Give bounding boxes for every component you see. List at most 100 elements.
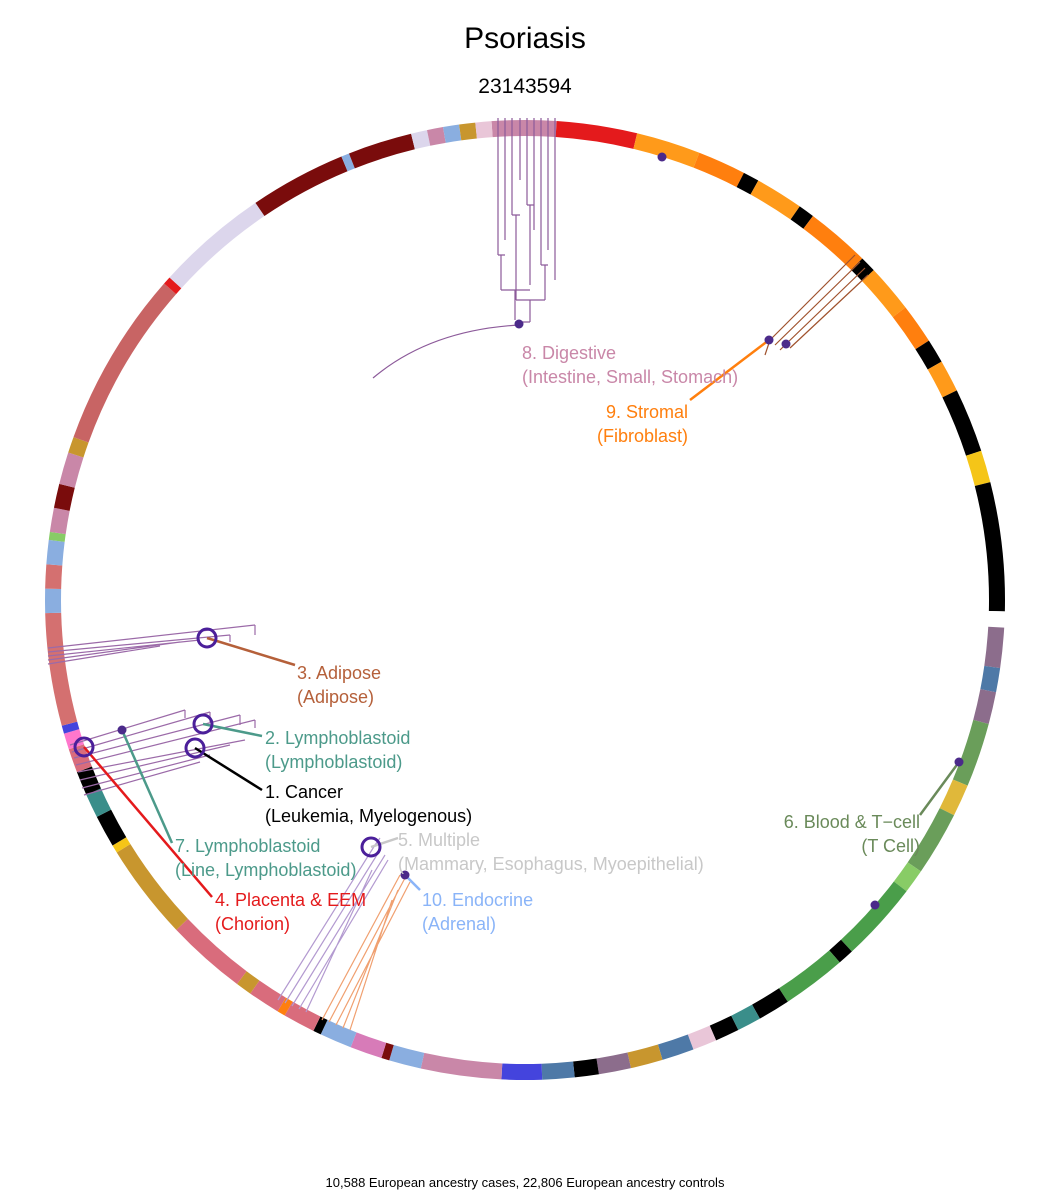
cluster-sub-endocrine: (Adrenal): [422, 914, 496, 934]
ring-segment: [555, 121, 638, 149]
ring-segment: [86, 788, 112, 817]
ring-segment: [942, 390, 982, 456]
ring-segment: [411, 130, 431, 150]
cluster-sub-placenta: (Chorion): [215, 914, 290, 934]
chart-footer: 10,588 European ancestry cases, 22,806 E…: [326, 1175, 725, 1190]
ring-segment: [541, 1061, 575, 1080]
ring-segment: [966, 450, 991, 487]
tissue-ring: [44, 120, 1006, 1081]
digestive-tree: [372, 118, 556, 379]
ring-segment: [731, 1004, 760, 1031]
ring-segment: [320, 1019, 357, 1048]
ring-segment: [442, 124, 462, 143]
cluster-sub-adipose: (Adipose): [297, 687, 374, 707]
ring-segment: [73, 283, 177, 443]
ring-segment: [45, 564, 63, 590]
ring-segment: [313, 1016, 328, 1035]
ring-segment: [752, 988, 788, 1019]
adipose-tree: [47, 624, 256, 665]
ring-segment: [44, 588, 62, 614]
ring-segment: [973, 689, 997, 725]
cluster-label-blood: 6. Blood & T−cell: [784, 812, 920, 832]
chart-title: Psoriasis: [464, 22, 586, 55]
cluster-sub-lymphoblastoid-7: (Line, Lymphoblastoid): [175, 860, 356, 880]
ring-segment: [573, 1058, 599, 1078]
ring-segment: [76, 766, 101, 795]
ring-segment: [68, 437, 89, 458]
cluster-label-lymphoblastoid-2: 2. Lymphoblastoid: [265, 728, 410, 748]
cluster-label-adipose: 3. Adipose: [297, 663, 381, 683]
ring-segment: [862, 270, 906, 318]
ring-segment: [657, 1034, 694, 1060]
ring-segment: [491, 120, 557, 138]
ring-segment: [988, 610, 1005, 628]
cluster-sub-multiple: (Mammary, Esophagus, Myoepithelial): [398, 854, 704, 874]
ring-segment: [350, 1032, 387, 1059]
ring-segment: [348, 133, 415, 169]
cluster-label-lymphoblastoid-7: 7. Lymphoblastoid: [175, 836, 320, 856]
cluster-label-cancer: 1. Cancer: [265, 782, 343, 802]
ring-segment: [45, 612, 78, 726]
ring-segment: [426, 127, 446, 146]
ring-segment: [687, 1025, 717, 1050]
ring-segment: [59, 452, 84, 488]
multiple-tree: [277, 837, 389, 1013]
cluster-label-stromal: 9. Stromal: [606, 402, 688, 422]
ring-segment: [907, 808, 955, 872]
ring-segment: [250, 980, 286, 1012]
ring-segment: [420, 1052, 503, 1080]
ring-segment: [164, 277, 182, 295]
cluster-label-placenta: 4. Placenta & EEM: [215, 890, 366, 910]
ring-segment: [736, 172, 759, 195]
ring-segment: [790, 206, 813, 229]
ring-segment: [96, 809, 127, 846]
ring-segment: [116, 844, 188, 930]
cluster-sub-lymphoblastoid-2: (Lymphoblastoid): [265, 752, 402, 772]
ring-segment: [381, 1042, 394, 1061]
ring-segment: [803, 215, 863, 270]
ring-segment: [915, 340, 942, 370]
ring-segment: [974, 482, 1006, 612]
ring-segment: [633, 133, 700, 168]
cluster-label-digestive: 8. Digestive: [522, 343, 616, 363]
ring-segment: [952, 719, 989, 786]
ring-segment: [112, 837, 131, 853]
cluster-sub-blood: (T Cell): [861, 836, 920, 856]
ring-segment: [709, 1015, 739, 1041]
ring-segment: [693, 152, 744, 188]
ring-segment: [840, 881, 907, 952]
ring-segment: [501, 1063, 543, 1081]
ring-segment: [176, 918, 247, 985]
dendrograms: [47, 118, 869, 1031]
ring-segment: [237, 971, 260, 994]
ring-segment: [980, 665, 1001, 693]
ring-segment: [893, 862, 921, 892]
ring-segment: [284, 1001, 321, 1031]
ring-segment: [627, 1044, 663, 1069]
ring-segment: [892, 307, 929, 350]
ring-segment: [596, 1052, 631, 1075]
cluster-sub-stromal: (Fibroblast): [597, 426, 688, 446]
ring-segment: [475, 121, 493, 139]
ring-segment: [939, 779, 968, 816]
ring-segment: [459, 122, 477, 141]
ring-segment: [169, 202, 265, 289]
ring-segment: [53, 483, 75, 511]
ring-segment: [341, 153, 355, 172]
chart-subtitle: 23143594: [478, 75, 572, 98]
ring-segment: [61, 721, 80, 734]
markers: [73, 152, 964, 910]
ring-segment: [389, 1045, 425, 1069]
cluster-sub-digestive: (Intestine, Small, Stomach): [522, 367, 738, 387]
cluster-sub-cancer: (Leukemia, Myelogenous): [265, 806, 472, 826]
ring-segment: [49, 507, 70, 535]
ring-segment: [829, 939, 852, 963]
ring-segment: [750, 180, 800, 220]
ring-segment: [927, 361, 957, 398]
ring-segment: [63, 729, 84, 750]
ring-segment: [984, 626, 1005, 669]
endocrine-tree: [321, 874, 411, 1031]
ring-segment: [277, 997, 293, 1016]
ring-segment: [46, 539, 65, 566]
